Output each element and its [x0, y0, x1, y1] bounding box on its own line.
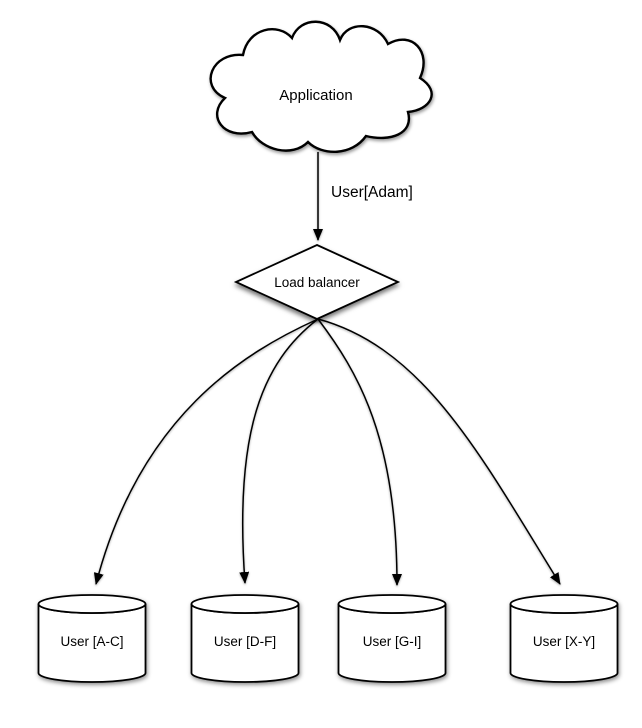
cloud-shape [209, 20, 433, 154]
edge-application-to-loadbalancer: User[Adam] [313, 152, 413, 241]
cylinder-top [509, 594, 619, 614]
node-shard-ac: User [A-C] [37, 594, 147, 683]
node-shard-df: User [D-F] [190, 594, 300, 683]
node-shard-xy: User [X-Y] [509, 594, 619, 683]
application-label: Application [279, 87, 352, 104]
edge-label: User[Adam] [331, 184, 413, 201]
cylinder-top [337, 594, 447, 614]
diamond-shape [233, 244, 401, 320]
edges-loadbalancer-to-shards [93, 318, 561, 586]
cylinder-top [190, 594, 300, 614]
shard-df-label: User [D-F] [214, 634, 276, 649]
shard-xy-label: User [X-Y] [533, 634, 595, 649]
node-application: Application [209, 20, 433, 154]
node-load-balancer: Load balancer [233, 244, 401, 320]
load-balancer-label: Load balancer [274, 275, 360, 290]
edge-to-shard-gi [317, 318, 402, 586]
node-shard-gi: User [G-I] [337, 594, 447, 683]
edge-to-shard-xy [317, 318, 561, 585]
cylinder-top [37, 594, 147, 614]
shard-ac-label: User [A-C] [60, 634, 123, 649]
edge-to-shard-df [239, 318, 319, 584]
shard-gi-label: User [G-I] [363, 634, 422, 649]
edge-to-shard-ac [93, 318, 319, 585]
